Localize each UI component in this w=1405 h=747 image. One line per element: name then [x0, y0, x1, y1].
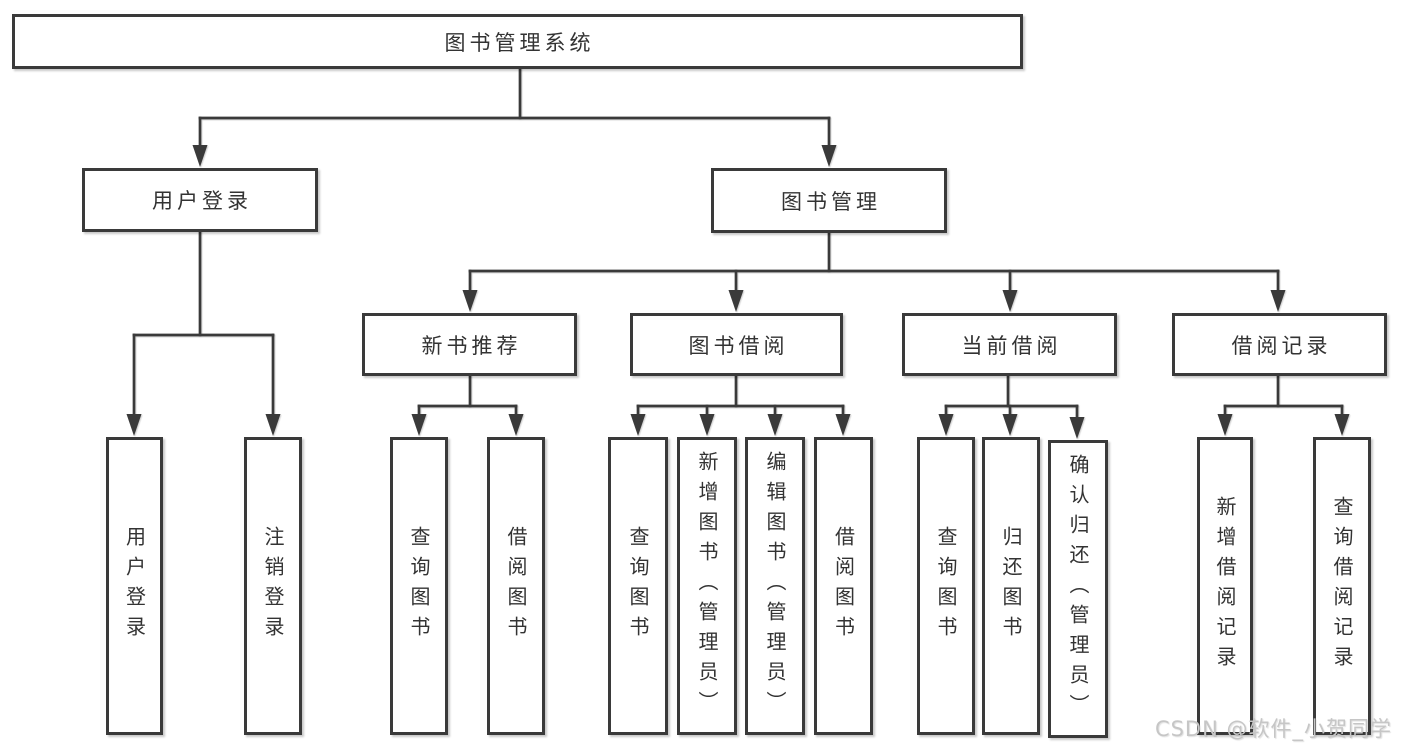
- arrowhead: [1002, 290, 1018, 312]
- connector-root-to-level1: [192, 67, 837, 167]
- leaf-edit-books-admin: 编辑图书（管理员）: [745, 437, 805, 735]
- arrowhead: [835, 414, 851, 436]
- node-label: 借阅记录: [1231, 333, 1332, 358]
- leaf-query-books: 查询图书: [608, 437, 668, 735]
- arrowhead: [411, 414, 427, 436]
- leaf-label: 用户登录: [122, 526, 147, 646]
- node-label: 新书推荐: [421, 333, 522, 358]
- arrowhead: [699, 414, 715, 436]
- leaf-add-borrow-record: 新增借阅记录: [1197, 437, 1253, 735]
- leaf-query-books: 查询图书: [390, 437, 448, 735]
- leaf-logout: 注销登录: [244, 437, 302, 735]
- connector-book-management-to-level2: [462, 231, 1286, 312]
- arrowhead: [1069, 417, 1085, 439]
- leaf-query-borrow-record: 查询借阅记录: [1313, 437, 1371, 735]
- leaf-label: 新增借阅记录: [1213, 496, 1237, 676]
- node-label: 用户登录: [152, 189, 252, 213]
- arrowhead: [265, 414, 281, 436]
- node-user-login: 用户登录: [82, 168, 318, 232]
- node-book-management: 图书管理: [711, 168, 947, 233]
- node-label: 图书管理: [781, 189, 881, 214]
- node-book-borrowing: 图书借阅: [630, 313, 843, 376]
- connector-borrowing-records-to-leaves: [1217, 374, 1350, 436]
- arrowhead: [938, 414, 954, 436]
- arrowhead: [728, 290, 744, 312]
- node-library-management-system: 图书管理系统: [12, 14, 1023, 69]
- arrowhead: [126, 414, 142, 436]
- leaf-add-books-admin: 新增图书（管理员）: [677, 437, 737, 735]
- arrowhead: [508, 414, 524, 436]
- leaf-user-login: 用户登录: [106, 437, 163, 735]
- leaf-label: 查询图书: [626, 526, 650, 646]
- leaf-query-books: 查询图书: [917, 437, 975, 735]
- leaf-label: 查询借阅记录: [1330, 496, 1354, 676]
- arrowhead: [630, 414, 646, 436]
- leaf-borrow-books: 借阅图书: [487, 437, 545, 735]
- csdn-watermark: CSDN @软件_小贺同学: [1154, 717, 1392, 741]
- node-current-borrowing: 当前借阅: [902, 313, 1117, 376]
- leaf-label: 借阅图书: [504, 526, 528, 646]
- leaf-label: 新增图书（管理员）: [695, 451, 719, 721]
- leaf-return-books: 归还图书: [982, 437, 1040, 735]
- arrowhead: [1334, 414, 1350, 436]
- arrowhead: [1270, 290, 1286, 312]
- connector-user-login-to-leaves: [126, 230, 281, 436]
- leaf-label: 查询图书: [934, 526, 958, 646]
- connector-current-borrowing-to-leaves: [938, 374, 1085, 439]
- leaf-confirm-return-admin: 确认归还（管理员）: [1048, 440, 1108, 738]
- leaf-label: 确认归还（管理员）: [1066, 454, 1090, 724]
- node-new-book-recommend: 新书推荐: [362, 313, 577, 376]
- leaf-label: 借阅图书: [831, 526, 856, 646]
- arrowhead: [767, 414, 783, 436]
- arrowhead: [192, 145, 208, 167]
- leaf-label: 归还图书: [999, 526, 1023, 646]
- arrowhead: [1217, 414, 1233, 436]
- arrowhead: [462, 290, 478, 312]
- leaf-label: 注销登录: [261, 526, 285, 646]
- node-borrowing-records: 借阅记录: [1172, 313, 1387, 376]
- node-label: 图书借阅: [688, 333, 789, 358]
- arrowhead: [1002, 414, 1018, 436]
- connector-book-borrowing-to-leaves: [630, 374, 851, 436]
- leaf-label: 查询图书: [407, 526, 431, 646]
- leaf-label: 编辑图书（管理员）: [763, 451, 787, 721]
- node-label: 图书管理系统: [444, 30, 595, 55]
- leaf-borrow-books: 借阅图书: [814, 437, 873, 735]
- arrowhead: [821, 145, 837, 167]
- node-label: 当前借阅: [961, 333, 1062, 358]
- connector-new-book-recommend-to-leaves: [411, 374, 524, 436]
